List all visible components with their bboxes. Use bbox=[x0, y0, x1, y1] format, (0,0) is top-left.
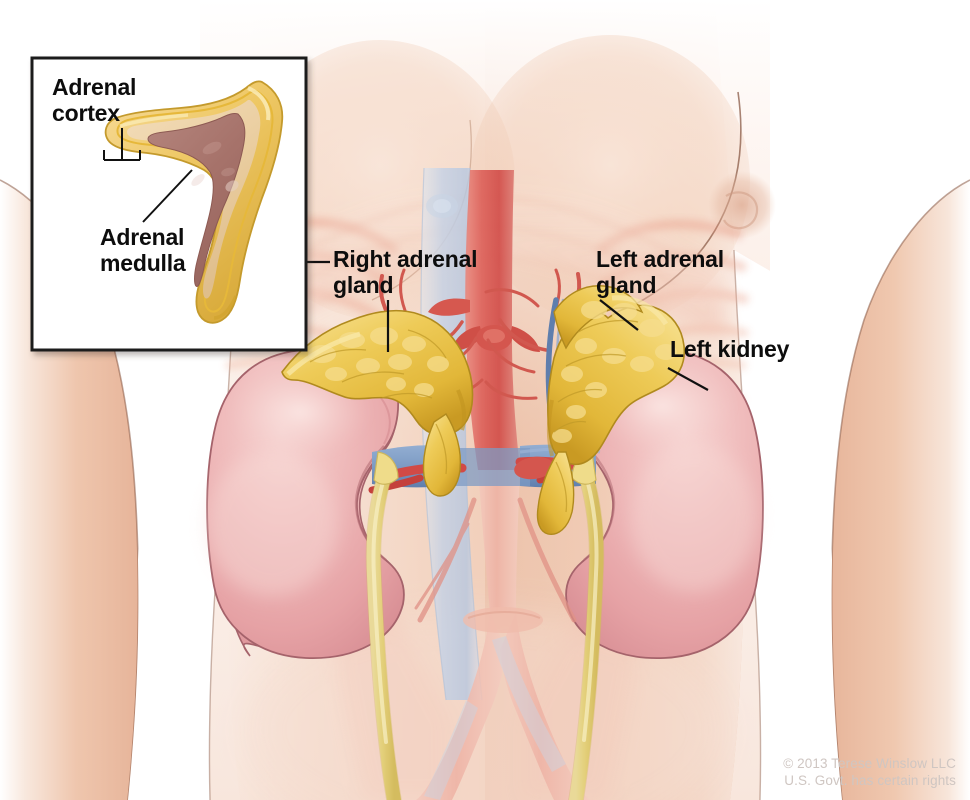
aortic-branch-stubs bbox=[428, 298, 540, 352]
label-right-adrenal-gland: Right adrenal gland bbox=[333, 246, 478, 298]
label-adrenal-medulla: Adrenal medulla bbox=[100, 224, 186, 276]
copyright-notice: © 2013 Terese Winslow LLC U.S. Govt. has… bbox=[783, 755, 956, 789]
leader-left-adrenal-gland bbox=[599, 299, 639, 331]
right-adrenal-gland bbox=[281, 309, 474, 497]
left-adrenal-gland bbox=[536, 285, 686, 535]
left-kidney bbox=[565, 346, 764, 659]
label-adrenal-cortex: Adrenal cortex bbox=[52, 74, 137, 126]
leader-left-kidney bbox=[667, 367, 709, 391]
label-left-adrenal-gland: Left adrenal gland bbox=[596, 246, 724, 298]
label-left-kidney: Left kidney bbox=[670, 336, 790, 362]
ureters bbox=[365, 451, 605, 800]
right-kidney bbox=[206, 348, 405, 659]
adrenal-cross-section-inset bbox=[30, 56, 308, 352]
